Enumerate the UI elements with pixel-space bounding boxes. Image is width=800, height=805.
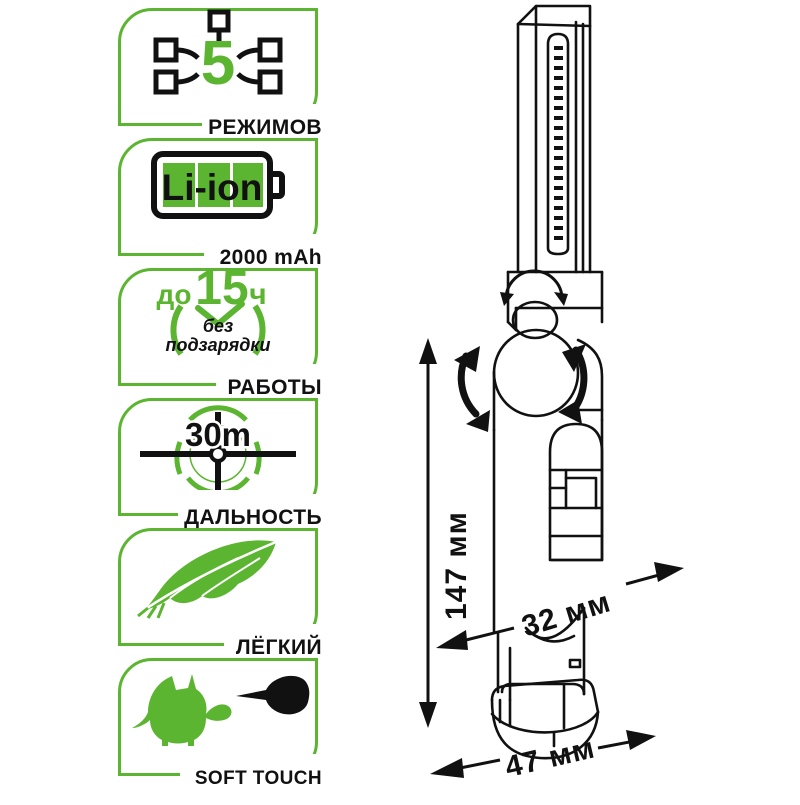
- badge-weight: ЛЁГКИЙ: [118, 528, 324, 660]
- badge-battery: Li-ion 2000 mAh: [118, 138, 324, 270]
- clock-icon: до 15 ч без подзарядки: [157, 268, 271, 356]
- badge-frame: [118, 528, 318, 646]
- crosshair-target-icon: 30m: [140, 405, 296, 490]
- five-modes-icon: 5: [153, 9, 283, 98]
- badge-runtime-note-line2: подзарядки: [166, 335, 271, 355]
- dimension-arrowheads: [419, 338, 437, 728]
- feather-icon: [137, 540, 277, 619]
- badge-modes-value: 5: [201, 29, 235, 98]
- cat-and-hand-icon: [132, 674, 310, 746]
- led-dots: [554, 46, 563, 240]
- badge-battery-caption: 2000 mAh: [213, 246, 324, 270]
- badge-modes: 5 РЕЖИМОВ: [118, 8, 324, 140]
- badge-runtime-value: 15: [195, 268, 248, 315]
- badge-soft-touch-caption: SOFT TOUCH: [188, 768, 324, 790]
- badge-range-caption: ДАЛЬНОСТЬ: [178, 506, 324, 530]
- product-line-drawing: 147 мм 32 мм 47 мм: [340, 0, 800, 800]
- badge-soft-touch: SOFT TOUCH: [118, 658, 324, 790]
- badge-range-value: 30m: [185, 416, 251, 453]
- badge-runtime-caption: РАБОТЫ: [221, 376, 324, 400]
- lamp-light-panel: [516, 4, 592, 274]
- rotation-arrows: [504, 269, 564, 302]
- badge-runtime: до 15 ч без подзарядки РАБОТЫ: [118, 268, 324, 400]
- lamp-base: [490, 606, 600, 760]
- lamp-handle: [492, 418, 604, 634]
- li-ion-battery-icon: Li-ion: [151, 151, 285, 219]
- badge-runtime-prefix: до: [157, 279, 192, 310]
- lamp-hinge: [492, 300, 604, 432]
- badge-weight-caption: ЛЁГКИЙ: [229, 636, 324, 660]
- badge-battery-value: Li-ion: [162, 167, 263, 208]
- badge-modes-caption: РЕЖИМОВ: [202, 116, 324, 140]
- badge-runtime-note-line1: без: [203, 316, 233, 336]
- dimension-height-label: 147 мм: [440, 511, 473, 620]
- badge-range: 30m ДАЛЬНОСТЬ: [118, 398, 324, 530]
- lamp-drawing-svg: [419, 4, 684, 778]
- badge-runtime-unit: ч: [249, 278, 266, 311]
- feature-badge-column: 5 РЕЖИМОВ Li-ion 2000 mAh: [0, 0, 340, 800]
